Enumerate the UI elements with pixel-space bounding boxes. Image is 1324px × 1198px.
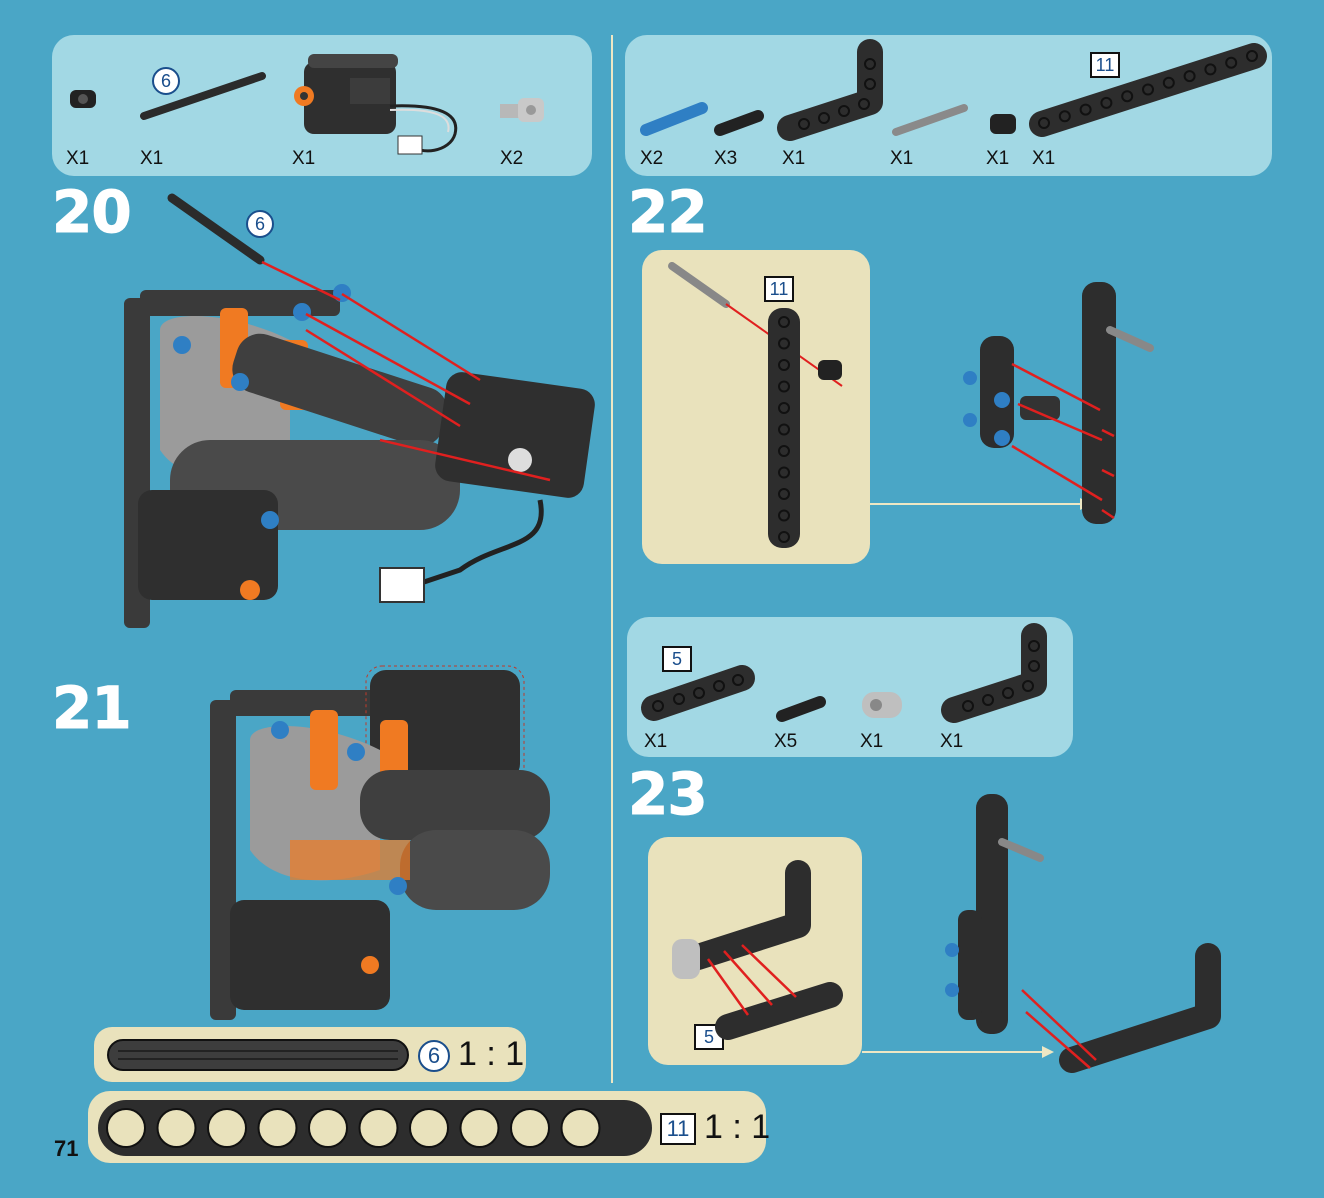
beam-scale-hole <box>107 1109 145 1147</box>
page-number: 71 <box>54 1136 78 1162</box>
step-number-21: 21 <box>52 674 131 742</box>
qty-beam-11: X1 <box>1032 148 1055 170</box>
qty-black-pin-23: X5 <box>774 731 797 753</box>
bush-icon <box>986 110 1022 140</box>
beam-scale-hole <box>410 1109 448 1147</box>
beam-scale-hole <box>562 1109 600 1147</box>
pin-joiner-icon <box>856 684 910 724</box>
qty-motor: X1 <box>292 148 315 170</box>
step-number-23: 23 <box>628 760 707 828</box>
black-pin-icon <box>712 106 766 138</box>
blue-pin-icon <box>638 98 710 138</box>
axle-scale-label: 6 <box>418 1040 450 1072</box>
qty-pin-connector: X1 <box>66 148 89 170</box>
l-beam-icon-23 <box>938 620 1062 726</box>
assembly-step-20 <box>80 190 600 640</box>
beam-scale-hole <box>158 1109 196 1147</box>
beam-scale-ratio: 1 : 1 <box>704 1108 770 1147</box>
beam-scale-hole <box>461 1109 499 1147</box>
beam-scale-hole <box>511 1109 549 1147</box>
l-beam-icon <box>778 38 898 140</box>
step-number-22: 22 <box>628 178 707 246</box>
beam-scale-icon <box>96 1098 656 1158</box>
assembly-step-21 <box>160 660 560 1020</box>
pin-connector-icon <box>66 86 102 114</box>
qty-blue-pin: X2 <box>640 148 663 170</box>
qty-axle: X1 <box>140 148 163 170</box>
axle-icon <box>138 68 270 122</box>
column-divider <box>611 35 613 1083</box>
beam-scale-hole <box>208 1109 246 1147</box>
beam-5-icon <box>638 660 758 724</box>
assembly-step-23 <box>862 790 1242 1090</box>
qty-pin-joiner: X1 <box>860 731 883 753</box>
axle-scale-icon <box>106 1038 410 1072</box>
qty-bush: X1 <box>986 148 1009 170</box>
qty-axle-pin-connector: X2 <box>500 148 523 170</box>
callout-step-23-art <box>648 837 862 1065</box>
qty-grey-axle: X1 <box>890 148 913 170</box>
beam-scale-hole <box>259 1109 297 1147</box>
assembly-step-22 <box>870 280 1170 530</box>
motor-icon <box>290 44 470 166</box>
beam-scale-hole <box>309 1109 347 1147</box>
beam-11-icon <box>1028 42 1268 138</box>
grey-axle-icon <box>888 100 972 140</box>
beam-scale-label: 11 <box>660 1113 696 1145</box>
qty-l-beam-23: X1 <box>940 731 963 753</box>
qty-beam-5: X1 <box>644 731 667 753</box>
beam-scale-hole <box>360 1109 398 1147</box>
axle-pin-connector-icon <box>498 94 550 126</box>
qty-l-beam: X1 <box>782 148 805 170</box>
callout-step-22-art <box>642 250 870 564</box>
black-pin-icon-23 <box>774 692 828 724</box>
axle-scale-ratio: 1 : 1 <box>458 1035 524 1074</box>
qty-black-pin: X3 <box>714 148 737 170</box>
